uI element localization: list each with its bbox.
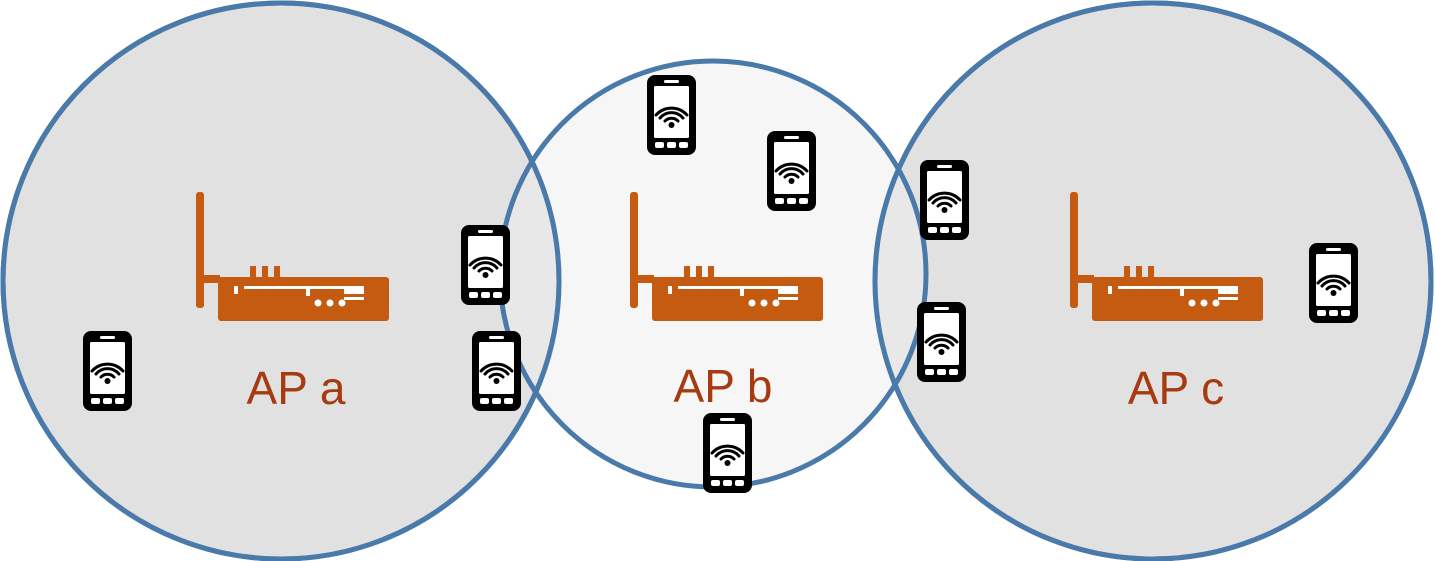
smartphone-icon — [918, 158, 971, 242]
coverage-circle-c-edge — [872, 0, 1434, 561]
ap-label-b: AP b — [674, 360, 773, 412]
smartphone-icon — [915, 300, 968, 384]
smartphone-icon — [459, 223, 512, 307]
smartphone-icon — [765, 129, 818, 213]
ap-label-c: AP c — [1128, 362, 1224, 414]
coverage-circle-a-edge — [0, 0, 562, 561]
smartphone-icon — [1307, 241, 1360, 325]
smartphone-icon — [81, 329, 134, 413]
smartphone-icon — [645, 73, 698, 157]
ap-label-a: AP a — [247, 362, 346, 414]
smartphone-icon — [470, 329, 523, 413]
smartphone-icon — [701, 411, 754, 495]
